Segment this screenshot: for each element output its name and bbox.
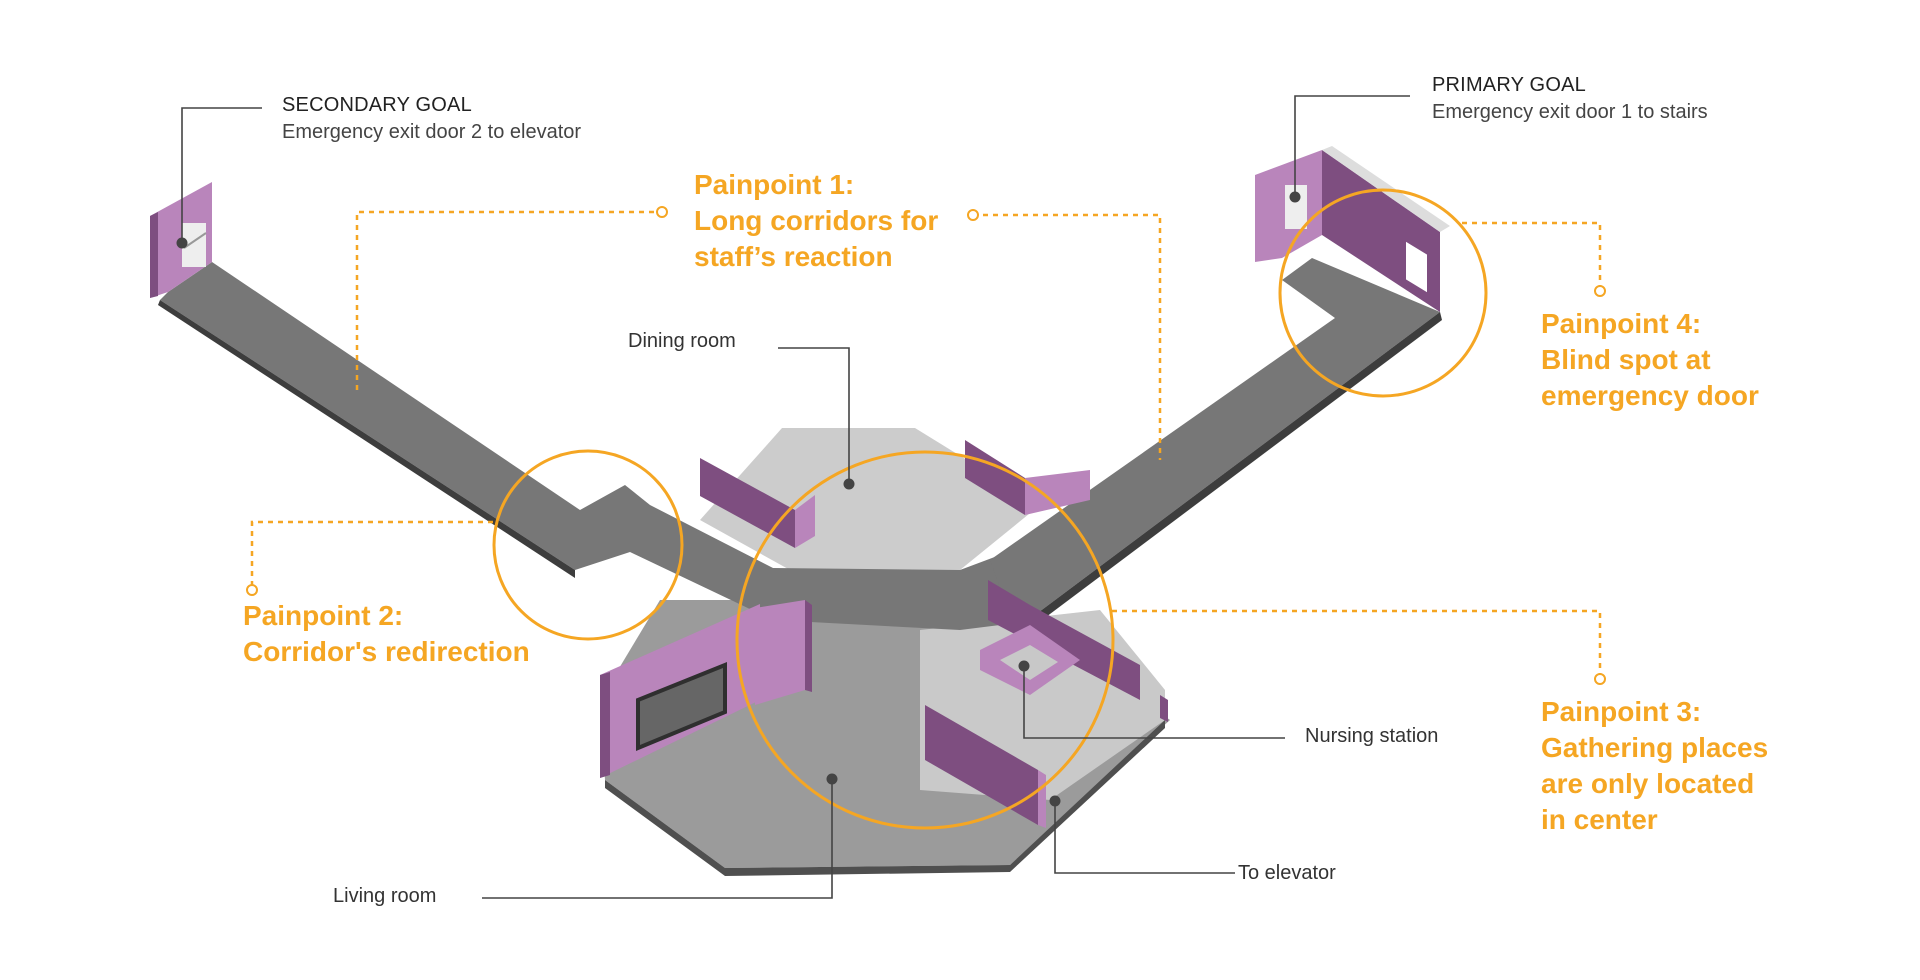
painpoint-1-right-connector xyxy=(973,213,1162,460)
elevator-leader xyxy=(1054,801,1235,874)
painpoint-4-connector xyxy=(1462,221,1602,288)
elevator-dot xyxy=(1049,795,1061,807)
painpoint-3-line: Gathering places xyxy=(1541,732,1769,763)
secondary-goal-title: SECONDARY GOAL xyxy=(282,94,472,116)
painpoint-1-label: Painpoint 1: Long corridors for staff’s … xyxy=(694,167,938,275)
painpoint-3-line: Painpoint 3: xyxy=(1541,696,1702,727)
painpoint-1-line: staff’s reaction xyxy=(694,241,893,272)
nursing-station-wall-right xyxy=(1030,605,1140,700)
painpoint-4-label: Painpoint 4: Blind spot at emergency doo… xyxy=(1541,306,1759,414)
painpoint-2-dot xyxy=(246,584,258,596)
dining-wall-right-end xyxy=(1025,470,1090,515)
right-window xyxy=(1404,238,1429,296)
left-exit-door-bar xyxy=(183,232,207,249)
living-room-label: Living room xyxy=(333,885,437,907)
painpoint-1-line: Painpoint 1: xyxy=(694,169,855,200)
painpoint-2-line: Painpoint 2: xyxy=(243,600,404,631)
right-corridor-shadow xyxy=(1015,312,1442,638)
painpoint-3-label: Painpoint 3: Gathering places are only l… xyxy=(1541,694,1768,838)
elevator-label: To elevator xyxy=(1238,862,1336,884)
nursing-station-dot xyxy=(1018,660,1030,672)
painpoint-3-line: in center xyxy=(1541,804,1658,835)
painpoint-2-circle xyxy=(492,449,684,641)
primary-goal-leader xyxy=(1294,95,1410,197)
painpoint-3-connector xyxy=(1112,609,1602,676)
living-wall-left-side xyxy=(600,672,610,778)
nursing-back-wall xyxy=(1160,695,1168,722)
central-corridor xyxy=(773,555,1000,630)
painpoint-2-connector xyxy=(250,520,493,588)
secondary-goal-dot xyxy=(176,237,188,249)
secondary-goal-leader xyxy=(181,107,262,243)
nursing-station-wall-back xyxy=(988,580,1030,642)
painpoint-1-left-connector xyxy=(355,210,662,390)
dining-wall-left xyxy=(700,458,795,548)
secondary-goal-label: SECONDARY GOAL Emergency exit door 2 to … xyxy=(282,92,581,146)
right-corridor xyxy=(990,258,1440,630)
painpoint-4-line: Blind spot at xyxy=(1541,344,1711,375)
nursing-station-leader xyxy=(1023,666,1285,739)
nursing-station-label: Nursing station xyxy=(1305,725,1439,747)
dining-wall-left-end xyxy=(795,495,815,548)
painpoint-1-left-dot xyxy=(656,206,668,218)
painpoint-4-line: Painpoint 4: xyxy=(1541,308,1702,339)
dining-room-dot xyxy=(843,478,855,490)
primary-goal-label: PRIMARY GOAL Emergency exit door 1 to st… xyxy=(1432,72,1708,126)
left-exit-wall-side xyxy=(150,212,158,298)
elevator-wall-end xyxy=(1038,770,1046,828)
painpoint-3-line: are only located xyxy=(1541,768,1755,799)
living-wall-pillar xyxy=(755,600,805,705)
painpoint-3-dot xyxy=(1594,673,1606,685)
living-room-leader xyxy=(482,779,833,899)
painpoint-4-dot xyxy=(1594,285,1606,297)
primary-goal-title: PRIMARY GOAL xyxy=(1432,74,1586,96)
left-corridor-shadow xyxy=(158,300,575,578)
living-tv-screen xyxy=(636,662,727,751)
dining-room-label: Dining room xyxy=(628,330,736,352)
nursing-station-inner xyxy=(1000,645,1058,680)
primary-goal-subtitle: Emergency exit door 1 to stairs xyxy=(1432,101,1708,123)
left-corridor xyxy=(160,262,773,620)
secondary-goal-subtitle: Emergency exit door 2 to elevator xyxy=(282,121,582,143)
painpoint-4-line: emergency door xyxy=(1541,380,1759,411)
dining-room-leader xyxy=(778,347,850,484)
painpoint-1-line: Long corridors for xyxy=(694,205,939,236)
painpoint-2-label: Painpoint 2: Corridor's redirection xyxy=(243,598,530,670)
living-room-dot xyxy=(826,773,838,785)
elevator-wall xyxy=(925,705,1038,825)
primary-goal-dot xyxy=(1289,191,1301,203)
painpoint-2-line: Corridor's redirection xyxy=(243,636,530,667)
painpoint-3-circle xyxy=(735,450,1115,830)
living-wall-pillar-side xyxy=(805,600,812,692)
painpoint-1-right-dot xyxy=(967,209,979,221)
painpoint-4-circle xyxy=(1278,188,1488,398)
